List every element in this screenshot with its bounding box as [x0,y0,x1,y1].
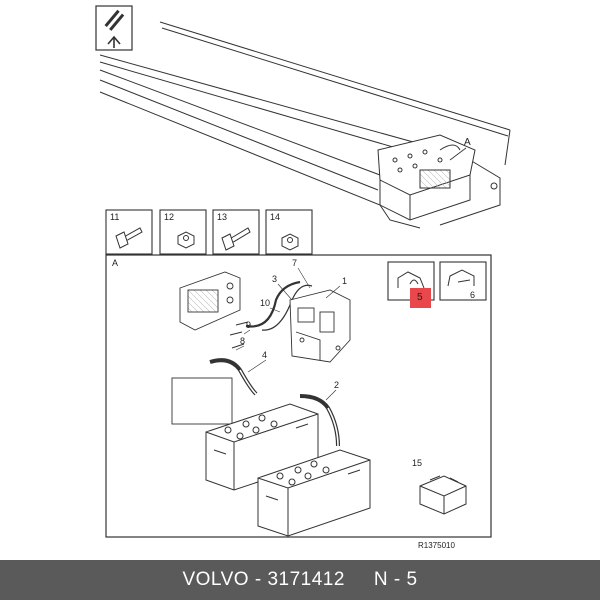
detail-callouts: 1 2 3 4 7 8 9 10 [240,258,347,390]
callout-7: 7 [292,258,297,268]
part-number-6: 6 [470,290,475,300]
callout-9: 9 [246,320,251,330]
callout-3: 3 [272,274,277,284]
callout-2: 2 [334,380,339,390]
callout-8: 8 [240,336,245,346]
parts-diagram: A 11 12 13 14 A [95,5,511,550]
nut-icon [281,233,299,251]
detail-label: A [112,258,118,268]
terminal-board [179,271,241,331]
footer-index: 5 [406,569,418,590]
footer-brand: VOLVO [182,569,250,590]
nut-icon [177,231,195,249]
part-number-12: 12 [164,212,174,222]
callout-10: 10 [260,298,270,308]
bolt-icon [221,227,251,251]
cable-10 [245,280,301,328]
part-number-5: 5 [417,292,423,303]
highlight-marker [410,288,431,308]
part-box-13: 13 [212,209,260,255]
part-box-14: 14 [265,209,313,255]
inset-part-6: 6 [439,261,487,301]
footer-part-number: 3171412 [267,569,345,590]
reference-code: R1375010 [418,541,455,550]
part-number-13: 13 [217,212,227,222]
orientation-icon [95,5,133,51]
footer-bar: VOLVO - 3171412 N - 5 [0,560,600,600]
chassis-view [99,21,511,229]
distribution-bracket [289,289,351,363]
part-number-11: 11 [110,212,119,222]
part-box-11: 11 [105,209,153,255]
footer-position: N [373,569,389,590]
callout-4: 4 [262,350,267,360]
bolt-icon [115,227,143,249]
part-box-12: 12 [159,209,207,255]
part-number-14: 14 [270,212,280,222]
battery-lower [257,449,371,537]
part-number-15: 15 [412,458,422,468]
box-part-15 [419,475,467,515]
inset-part-5: 5 [387,261,435,308]
callout-1: 1 [342,276,347,286]
main-callout-label: A [464,137,471,148]
